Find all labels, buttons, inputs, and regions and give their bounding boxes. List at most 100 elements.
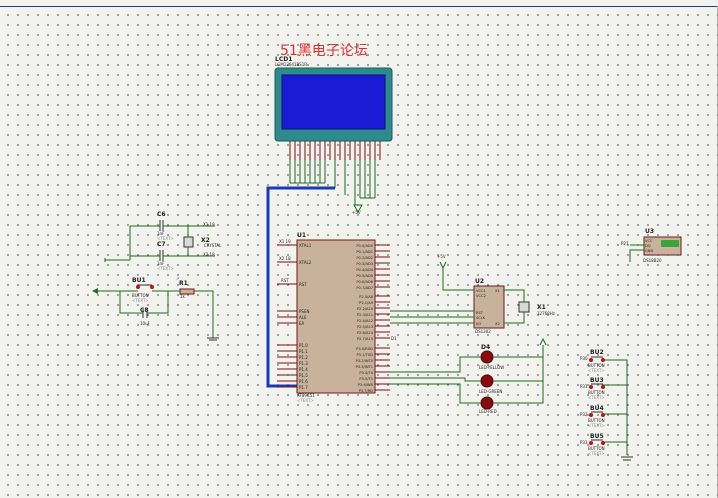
u2-pin-x1: X1	[495, 289, 500, 293]
reset-circuit[interactable]: BU1 BUTTON <TEXT> ↗ R1 1k C8 10uF	[92, 276, 219, 341]
u1-pin-p10: P1.0	[299, 343, 308, 348]
bu1-sub: <TEXT>	[132, 298, 149, 303]
net-label-xtal2: X2 18	[279, 256, 291, 261]
u1-pin-p37: P3.7/RD	[359, 389, 374, 393]
u1-model: AT89C51	[297, 393, 315, 398]
bu5-port: P33	[580, 440, 588, 445]
lcd-wiring	[289, 160, 376, 214]
u1-pin-p20: P2.0/A8	[359, 295, 374, 299]
keypad-buttons[interactable]	[602, 359, 633, 461]
u2-body	[473, 285, 505, 329]
led-d3[interactable]	[480, 374, 494, 388]
led-d4-ref: D4	[481, 344, 490, 351]
u1-pin-p31: P3.1/TXD	[356, 353, 373, 357]
u1-pin-p27: P2.7/A15	[357, 337, 373, 341]
button-bu5[interactable]: BU5 P33 BUTTON <TEXT>	[580, 433, 605, 456]
x1-ref: X1	[537, 304, 546, 311]
window-top-border	[0, 0, 718, 7]
led-d2[interactable]	[480, 396, 494, 410]
reset-power-arrow	[92, 288, 98, 294]
bu4-model: BUTTON	[588, 418, 605, 423]
bu2-ref: BU2	[590, 349, 604, 356]
u1-pin-p07: P0.7/AD7	[356, 286, 373, 290]
c7-sub: <TEXT>	[157, 266, 174, 271]
mcu-u1[interactable]: U1 AT89C51 <TEXT> XTAL1 XTAL2 RST PSEN A…	[277, 232, 390, 403]
led-group[interactable]: D4 LED-YELLOW LED-GREEN LED-RED	[390, 337, 547, 414]
data-bus	[266, 186, 335, 388]
u1-ref: U1	[297, 232, 306, 239]
u1-pin-p34: P3.4/T0	[359, 371, 373, 375]
u1-pin-p16: P1.6	[299, 379, 308, 384]
lcd-model: LGM12641BS1R	[275, 62, 307, 67]
u3-pin-gnd: GND	[645, 249, 653, 253]
bu1-contact-a	[136, 285, 140, 289]
r1-indicator: ↗	[176, 276, 179, 281]
u1-pin-p21: P2.1/A9	[359, 301, 374, 305]
c6-ref: C6	[157, 211, 166, 218]
led-d3-model: LED-GREEN	[479, 389, 502, 394]
u1-pin-p04: P0.4/AD4	[356, 268, 373, 272]
lcd-display[interactable]: LCD1 LGM12641BS1R	[274, 56, 393, 160]
u3-pin-dq: DQ	[645, 244, 651, 248]
u2-pin-sclk: SCLK	[476, 316, 486, 320]
x2-body	[183, 236, 194, 248]
button-bu3[interactable]: BU3 P31 BUTTON <TEXT>	[580, 377, 605, 400]
bu3-port: P31	[580, 384, 588, 389]
u1-pin-p02: P0.2/AD2	[356, 256, 373, 260]
bu1-model: BUTTON	[132, 293, 149, 298]
u1-pin-psen: PSEN	[299, 309, 309, 314]
x1-value: 32768Hz	[537, 311, 555, 316]
led-d4-model: LED-YELLOW	[479, 365, 504, 370]
u1-pin-xtal1: XTAL1	[299, 243, 312, 248]
u2-pin-x2: X2	[495, 322, 500, 326]
osc-net-x1: X1 19	[203, 222, 215, 227]
schematic-title: 51黑电子论坛	[280, 43, 368, 59]
u2-ref: U2	[475, 278, 484, 285]
u1-left-pins	[277, 244, 297, 388]
button-bu2[interactable]: BU2 P30 BUTTON <TEXT>	[580, 349, 605, 373]
bu3-model: BUTTON	[588, 390, 605, 395]
bu1-contact-b	[150, 285, 154, 289]
lcd-vee-arrow	[353, 204, 363, 214]
c6-sub: <TEXT>	[157, 236, 174, 241]
u1-pin-p06: P0.6/AD6	[356, 280, 373, 284]
button-bu4[interactable]: BU4 P32 BUTTON <TEXT>	[580, 405, 605, 428]
u1-pin-xtal2: XTAL2	[299, 260, 312, 265]
u1-pin-p23: P2.3/A11	[357, 313, 373, 317]
u1-pin-p12: P1.2	[299, 355, 308, 360]
led-d2-model: LED-RED	[479, 409, 497, 414]
u1-right-pins	[375, 244, 390, 391]
lcd-ref: LCD1	[275, 56, 292, 63]
u1-pin-p33: P3.3/INT1	[356, 365, 373, 369]
bu2-port: P30	[580, 356, 588, 361]
bu4-sub: <TEXT>	[588, 423, 605, 428]
c6-value: 1nF	[157, 231, 165, 236]
u3-display	[661, 240, 679, 247]
lcd-screen	[281, 74, 386, 130]
u1-pin-p14: P1.4	[299, 367, 308, 372]
x2-ref: X2	[201, 237, 210, 244]
u2-power-label: +5V	[437, 254, 446, 259]
u1-pin-p00: P0.0/AD0	[356, 244, 373, 248]
u1-pin-p13: P1.3	[299, 361, 308, 366]
u1-sub: <TEXT>	[297, 398, 314, 403]
bu5-model: BUTTON	[588, 446, 605, 451]
u1-pin-p35: P3.5/T1	[359, 377, 373, 381]
temp-sensor-u3[interactable]: U3 VCC DQ GND DS18B20 P27	[621, 228, 682, 263]
led-d4[interactable]	[480, 350, 494, 364]
c8-ref: C8	[140, 307, 149, 314]
u3-port: P27	[621, 241, 629, 246]
lcd-pins	[289, 141, 381, 160]
u1-pin-p11: P1.1	[299, 349, 308, 354]
rtc-u2[interactable]: U2 DS1302 VCC1 VCC2 RST SCLK I/O X1 X2 X…	[390, 254, 555, 334]
u2-pin-vcc2: VCC2	[476, 294, 486, 298]
oscillator-circuit[interactable]: C6 1nF <TEXT> C7 1nF <TEXT> X2 CRYSTAL	[104, 211, 222, 271]
u2-model: DS1302	[475, 329, 491, 334]
u1-pin-p15: P1.5	[299, 373, 308, 378]
r1-value: 1k	[180, 294, 186, 299]
bu4-port: P32	[580, 412, 588, 417]
u1-pin-ale: ALE	[299, 315, 307, 320]
bu3-sub: <TEXT>	[588, 395, 605, 400]
osc-net-x2: X2 18	[203, 252, 215, 257]
